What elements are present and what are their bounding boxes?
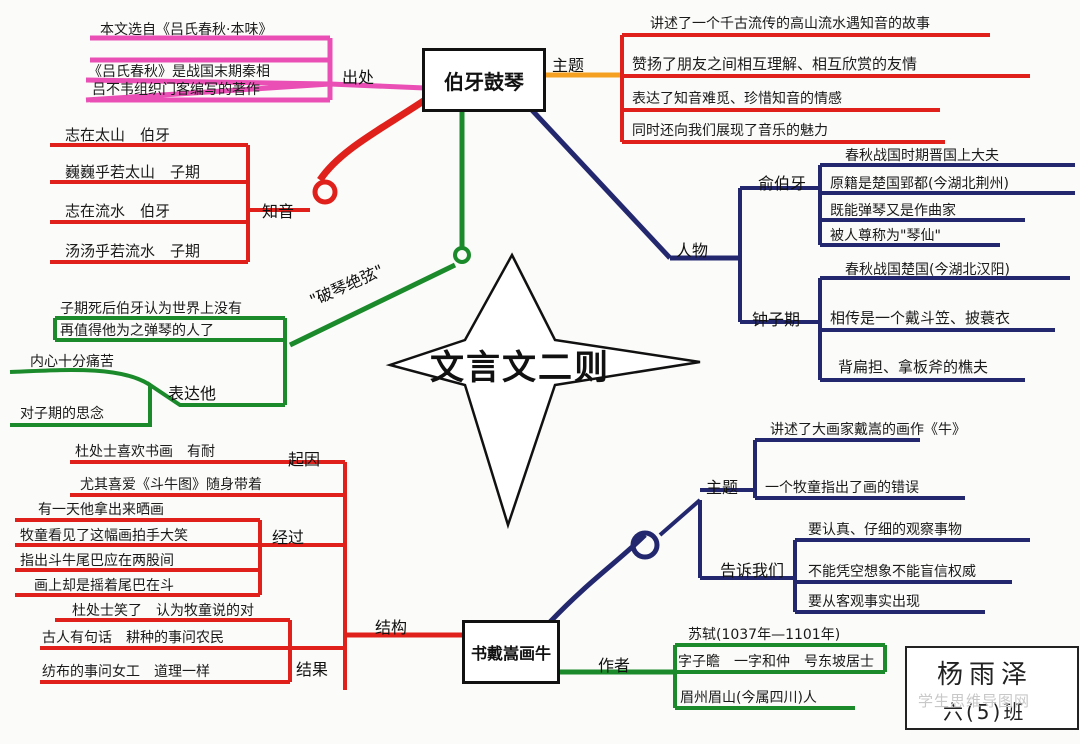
tell-line-1: 要认真、仔细的观察事物 — [808, 522, 962, 538]
center-title: 文言文二则 — [430, 348, 610, 388]
zhiyin-line-1: 志在太山 伯牙 — [65, 126, 171, 144]
tell-line-3: 要从客观事实出现 — [808, 594, 920, 610]
result-line-1: 杜处士笑了 认为牧童说的对 — [72, 603, 254, 619]
express-line-1: 内心十分痛苦 — [30, 354, 114, 370]
label-boya: 俞伯牙 — [758, 174, 807, 193]
theme1-line-4: 同时还向我们展现了音乐的魅力 — [632, 123, 828, 139]
zhiyin-line-2: 巍巍乎若太山 子期 — [65, 163, 201, 181]
result-line-2: 古人有句话 耕种的事问农民 — [42, 630, 224, 646]
express-line-2: 对子期的思念 — [20, 406, 104, 422]
process-line-2: 牧童看见了这幅画拍手大笑 — [20, 528, 188, 544]
label-ziqi: 钟子期 — [752, 310, 801, 329]
ziqi-line-3: 背扁担、拿板斧的樵夫 — [838, 358, 989, 376]
author-line-3: 眉州眉山(今属四川)人 — [680, 690, 817, 706]
process-line-4: 画上却是摇着尾巴在斗 — [34, 578, 174, 594]
cause-line-1: 杜处士喜欢书画 有耐 — [75, 444, 215, 460]
process-line-3: 指出斗牛尾巴应在两股间 — [20, 553, 174, 569]
label-zhiyin: 知音 — [262, 202, 295, 221]
break-line-2: 再值得他为之弹琴的人了 — [60, 323, 214, 339]
node-boya-guqin: 伯牙鼓琴 — [422, 48, 546, 112]
ziqi-line-2: 相传是一个戴斗笠、披蓑衣 — [830, 309, 1011, 327]
label-express: 表达他 — [168, 384, 217, 403]
label-process: 经过 — [272, 528, 305, 547]
author-line-2: 字子瞻 一字和仲 号东坡居士 — [678, 654, 874, 670]
label-theme-2: 主题 — [706, 478, 739, 497]
zhiyin-line-4: 汤汤乎若流水 子期 — [65, 242, 201, 260]
theme2-line-1: 讲述了大画家戴嵩的画作《牛》 — [770, 422, 966, 438]
theme1-line-2: 赞扬了朋友之间相互理解、相互欣赏的友情 — [632, 55, 918, 73]
zhiyin-line-3: 志在流水 伯牙 — [65, 202, 171, 220]
label-people: 人物 — [676, 241, 709, 260]
signature-box: 杨雨泽 六(5)班 — [905, 646, 1079, 730]
boya-line-1: 春秋战国时期晋国上大夫 — [845, 148, 999, 164]
boya-line-2: 原籍是楚国郢都(今湖北荆州) — [830, 176, 1009, 192]
label-theme-1: 主题 — [552, 56, 585, 75]
tell-line-2: 不能凭空想象不能盲信权威 — [808, 564, 976, 580]
theme1-line-1: 讲述了一个千古流传的高山流水遇知音的故事 — [650, 16, 930, 32]
break-line-1: 子期死后伯牙认为世界上没有 — [60, 301, 242, 317]
source-line-2: 《吕氏春秋》是战国末期秦相 — [88, 64, 270, 80]
boya-line-4: 被人尊称为"琴仙" — [830, 228, 941, 244]
signature-name: 杨雨泽 — [937, 660, 1034, 690]
source-line-3: 吕不韦组织门客编写的著作 — [92, 82, 260, 98]
author-line-1: 苏轼(1037年—1101年) — [688, 627, 841, 643]
label-result: 结果 — [296, 660, 329, 679]
label-tell-us: 告诉我们 — [720, 561, 785, 580]
label-source: 出处 — [342, 68, 375, 87]
theme1-line-3: 表达了知音难觅、珍惜知音的情感 — [632, 91, 842, 107]
process-line-1: 有一天他拿出来晒画 — [38, 502, 164, 518]
label-author: 作者 — [598, 656, 631, 675]
theme2-line-2: 一个牧童指出了画的错误 — [765, 480, 919, 496]
source-line-1: 本文选自《吕氏春秋·本味》 — [100, 22, 273, 38]
label-cause: 起因 — [288, 450, 321, 469]
result-line-3: 纺布的事问女工 道理一样 — [42, 664, 210, 680]
node-dai-song-ox: 书戴嵩画牛 — [462, 620, 560, 684]
watermark: 学生思维导图网 — [918, 692, 1031, 710]
cause-line-2: 尤其喜爱《斗牛图》随身带着 — [80, 477, 262, 493]
center-star — [385, 252, 701, 530]
label-structure: 结构 — [375, 618, 408, 637]
signature-class: 六(5)班 — [943, 700, 1027, 724]
boya-line-3: 既能弹琴又是作曲家 — [830, 203, 956, 219]
ziqi-line-1: 春秋战国楚国(今湖北汉阳) — [845, 262, 1010, 278]
